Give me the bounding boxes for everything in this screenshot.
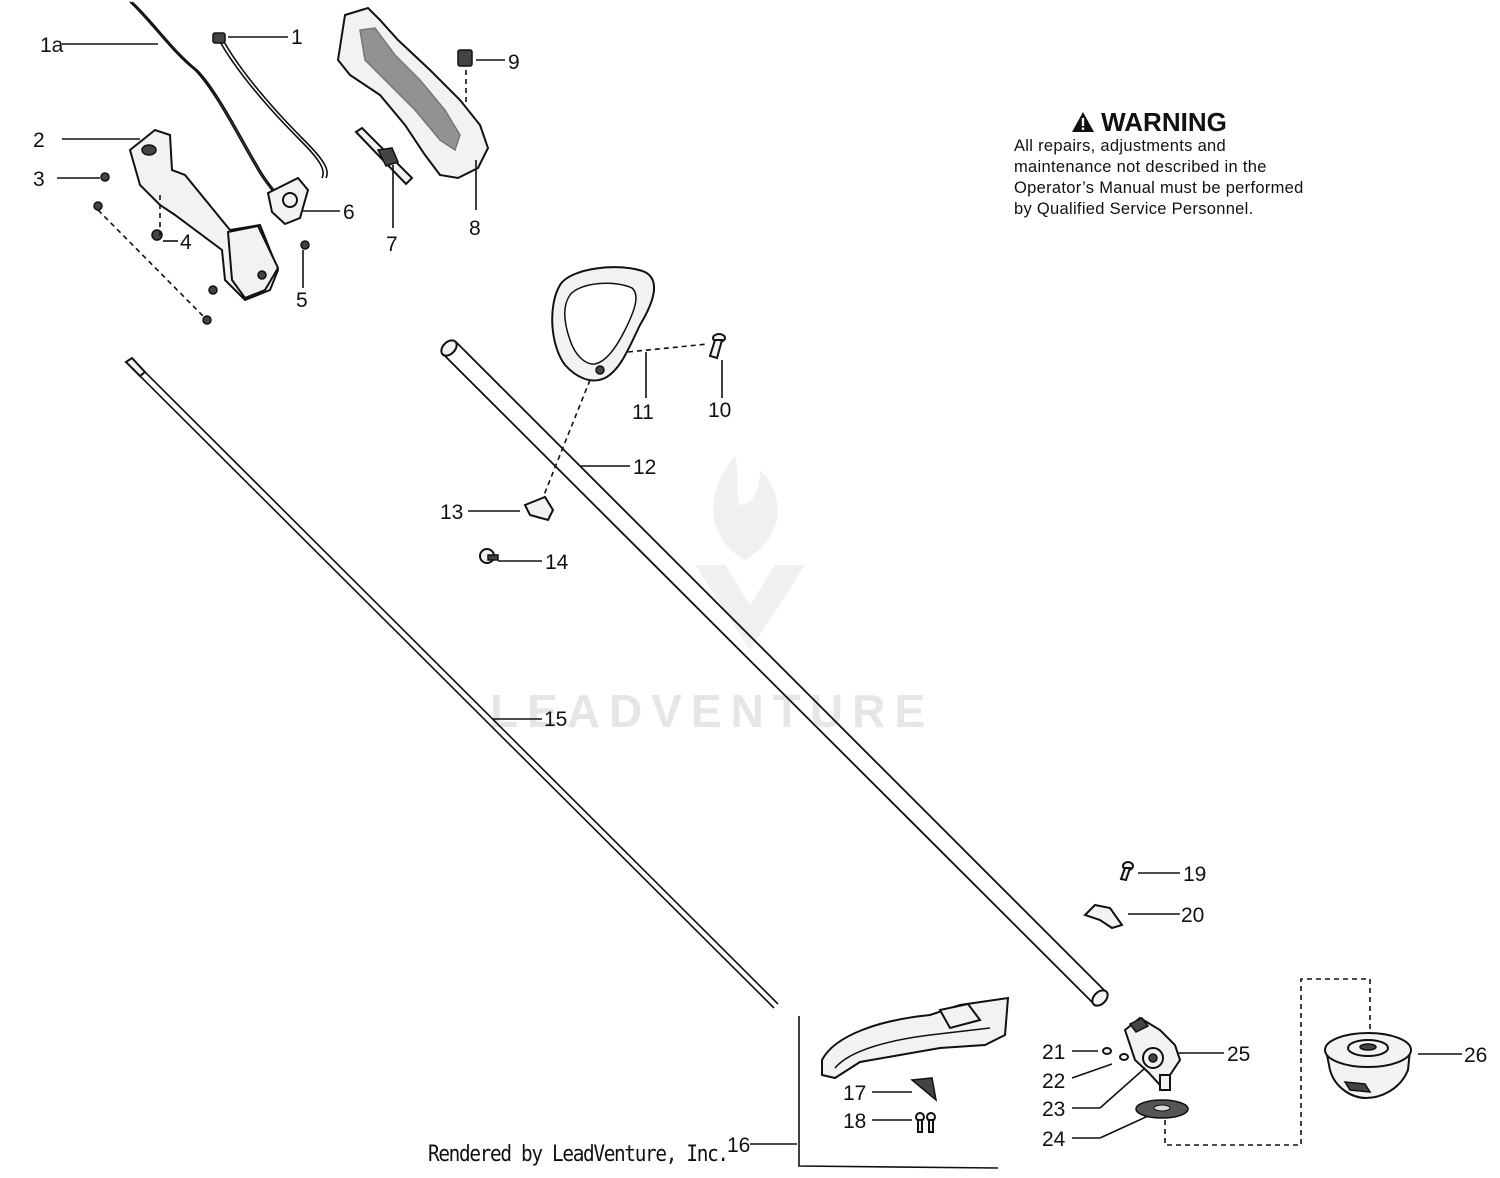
callout-3: 3 (33, 168, 45, 191)
part-3-screw (93, 172, 218, 325)
dash-11-10 (627, 343, 709, 353)
part-1a-throttle-cable (129, 1, 275, 191)
callout-4: 4 (180, 231, 192, 254)
part-17-blade (910, 1077, 938, 1102)
warning-title: WARNING (1014, 108, 1284, 136)
part-16-guard (821, 996, 1010, 1080)
callout-1a: 1a (40, 34, 64, 57)
part-18-screws (915, 1112, 936, 1133)
callout-2: 2 (33, 129, 45, 152)
callout-5: 5 (296, 289, 308, 312)
callout-23: 23 (1042, 1098, 1065, 1121)
callout-1: 1 (291, 26, 303, 49)
part-5-clip (300, 240, 310, 250)
part-10-bolt (708, 333, 726, 360)
warning-title-text: WARNING (1101, 107, 1227, 137)
part-11-d-handle (551, 266, 656, 382)
part-21-screw (1102, 1047, 1112, 1055)
callout-14: 14 (545, 551, 569, 574)
callout-18: 18 (843, 1110, 866, 1133)
callout-10: 10 (708, 399, 731, 422)
leader-23b (1099, 1067, 1146, 1109)
callout-12: 12 (633, 456, 656, 479)
callout-24: 24 (1042, 1128, 1066, 1151)
part-14-knob (479, 548, 499, 564)
part-22-screw (1119, 1053, 1129, 1061)
warning-triangle-icon (1072, 112, 1095, 132)
callout-26: 26 (1464, 1044, 1487, 1067)
watermark-logo (695, 455, 805, 650)
leader-24b (1099, 1115, 1149, 1139)
callout-20: 20 (1181, 904, 1204, 927)
callout-8: 8 (469, 217, 481, 240)
part-16-bracket (798, 1016, 999, 1169)
callout-16: 16 (727, 1134, 750, 1157)
part-7-lever (354, 126, 414, 186)
rendered-by-footer: Rendered by LeadVenture, Inc. (428, 1142, 729, 1167)
part-8-handle-housing (336, 6, 490, 180)
callout-21: 21 (1042, 1041, 1065, 1064)
callout-6: 6 (343, 201, 355, 224)
part-4-screw (151, 195, 163, 241)
part-6-trigger (266, 176, 310, 226)
callout-25: 25 (1227, 1043, 1250, 1066)
part-1-switch-wire (212, 32, 328, 179)
part-25-gear-head (1123, 1016, 1182, 1091)
part-9-switch (457, 49, 473, 105)
callout-11: 11 (632, 401, 654, 424)
callout-17: 17 (843, 1082, 866, 1105)
part-26-trimmer-head (1324, 1032, 1412, 1100)
callout-22: 22 (1042, 1070, 1065, 1093)
callout-13: 13 (440, 501, 463, 524)
warning-body: All repairs, adjustments and maintenance… (1014, 137, 1304, 218)
leader-22 (1071, 1063, 1113, 1079)
callout-7: 7 (386, 233, 398, 256)
part-2-housing (128, 128, 280, 302)
watermark-text: LEADVENTURE (490, 685, 935, 737)
part-12-tube (440, 339, 1109, 1007)
part-13-clamp (523, 379, 591, 522)
part-15-drive-shaft (124, 356, 779, 1009)
part-19-screw (1119, 861, 1134, 882)
warning-box: WARNING All repairs, adjustments and mai… (1014, 108, 1304, 220)
dash-24-26 (1164, 978, 1371, 1146)
callout-15: 15 (544, 708, 567, 731)
part-24-washer (1135, 1099, 1189, 1119)
callout-19: 19 (1183, 863, 1206, 886)
callout-9: 9 (508, 51, 520, 74)
part-20-bracket (1083, 903, 1124, 930)
